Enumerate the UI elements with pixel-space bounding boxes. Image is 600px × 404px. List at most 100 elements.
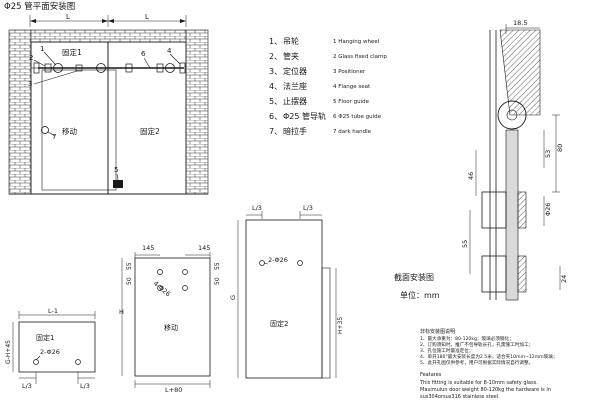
part-en-6: 6 Φ25 tube guide (333, 114, 382, 120)
section-dim-53: 53 (544, 150, 552, 158)
dark-handle (41, 126, 49, 134)
part-en-7: 7 dark handle (333, 129, 372, 135)
features-title: Featares (420, 372, 442, 378)
features-line-2: Maximuiun door weight 80-120kg the hardw… (420, 387, 551, 393)
moving-hole-spec: 4-Φ26 (152, 279, 172, 298)
front-panel-outline-right (107, 41, 187, 195)
section-title: 截面安装图 (394, 272, 434, 282)
fixed2-dim-height-g: G (229, 295, 237, 300)
section-clamp-upper-hatch (517, 191, 527, 229)
fixed1-dim-third-left: L/3 (22, 382, 32, 390)
callout-3: 3 (28, 80, 32, 88)
part-en-2: 2 Glass fixed clamp (333, 54, 387, 60)
fixed2-panel-outline (245, 219, 323, 379)
callout-1: 1 (40, 45, 44, 53)
fixed1-hole-spec: 2-Φ26 (40, 348, 60, 356)
part-num-7: 7、 (269, 127, 282, 136)
part-zh-2: 管夹 (283, 51, 299, 61)
hanging-wheel-middle (96, 63, 106, 73)
part-zh-1: 吊轮 (283, 36, 299, 46)
moving-dim-height: H (119, 308, 124, 316)
section-unit: 单位：mm (400, 290, 440, 300)
width-label-right: L (145, 13, 149, 21)
glass-clamp-left (44, 63, 52, 73)
front-view-title: Φ25 管平面安装图 (4, 1, 75, 12)
parts-list: 1、 吊轮 1 Hanging wheel 2、 管夹 2 Glass fixe… (269, 36, 387, 136)
front-view: Φ25 管平面安装图 L L (4, 1, 209, 195)
floor-guide (113, 180, 123, 188)
panel-moving-label: 移动 (62, 126, 77, 136)
section-wall-hatch (499, 29, 541, 116)
moving-dim-top-right: 145 (198, 244, 210, 252)
fixed2-hole-left (259, 260, 265, 266)
moving-dim-top-left: 145 (142, 244, 154, 252)
section-clamp-lower-hatch (517, 255, 527, 293)
moving-panel-outline (134, 257, 211, 377)
width-label-left: L (66, 13, 70, 21)
part-zh-5: 止摆器 (283, 96, 307, 106)
section-dim-80: 80 (556, 144, 564, 152)
section-clamp-upper (481, 191, 507, 229)
section-roller-hub (506, 109, 518, 121)
part-num-4: 4、 (269, 82, 282, 91)
flange-seat-right (179, 62, 186, 74)
part-zh-3: 定位器 (283, 66, 307, 76)
moving-dim-side-left-1: 55 (126, 262, 133, 270)
part-zh-4: 法兰座 (283, 81, 307, 91)
part-en-4: 4 Flange seat (333, 84, 371, 90)
part-num-1: 1、 (269, 37, 282, 46)
glass-clamp-right (156, 63, 164, 73)
notes-block: 非标安装图说明 1、最大承重为：80-120kg；玻璃必须钢化； 2、订购须知时… (419, 328, 557, 400)
moving-dim-side-right-2: 50 (214, 277, 221, 285)
part-en-5: 5 Floor guide (333, 99, 370, 105)
section-dim-24: 24 (560, 275, 568, 283)
panel-fixed1-label: 固定1 (62, 47, 82, 57)
moving-dim-side-right-1: 55 (214, 262, 221, 270)
part-en-1: 1 Hanging wheel (333, 39, 380, 45)
left-brick-wall (8, 29, 32, 195)
notes-title: 非标安装图说明 (420, 328, 455, 335)
front-moving-pane (41, 69, 117, 191)
section-glass-strip (505, 129, 519, 301)
notes-line-5: 5、此开孔图仅供参考，用户可根据实际情况自行调整。 (420, 359, 533, 366)
positioner (75, 64, 83, 72)
fixed2-hole-right (297, 260, 303, 266)
fixed2-side-strip (321, 267, 331, 379)
section-dim-55: 55 (461, 240, 469, 248)
section-view: 18.5 80 53 46 55 Φ26 24 截面安装图 (394, 19, 568, 301)
hanging-wheel-left (53, 63, 63, 73)
fixed1-dim-third-right: L/3 (80, 382, 90, 390)
section-roller (497, 100, 527, 130)
top-brick-lintel (30, 29, 187, 43)
panel-fixed2-detail: L/3 L/3 2-Φ26 固定2 G H+35 (229, 204, 344, 379)
notes-line-4: 4、单开180°最大安装长度为2.5米，适合夹10mm~12mm玻璃； (420, 353, 557, 360)
moving-hole-2 (182, 269, 188, 275)
notes-line-1: 1、最大承重为：80-120kg；玻璃必须钢化； (420, 335, 514, 342)
section-dim-46: 46 (467, 172, 475, 180)
callout-2: 2 (29, 54, 33, 62)
moving-hole-1 (157, 269, 163, 275)
section-dim-top: 18.5 (513, 19, 527, 27)
callout-7: 7 (52, 133, 56, 141)
moving-hole-4 (182, 285, 188, 291)
panel-fixed1-detail: L-1 2-Φ26 固定1 G-H+45 L/3 L/3 (5, 307, 96, 390)
notes-line-2: 2、订购须知时，推广不包导轨长孔，孔需施工时加工； (420, 341, 533, 348)
front-width-dimension: L L (29, 13, 187, 27)
moving-panel-label: 移动 (164, 323, 178, 332)
part-en-3: 3 Positioner (333, 69, 366, 75)
fixed1-panel-label: 固定1 (36, 333, 54, 342)
panel-fixed2-label: 固定2 (140, 126, 160, 136)
glass-clamp-middle (125, 63, 133, 73)
flange-seat-left (33, 62, 40, 74)
fixed2-dim-third-left: L/3 (252, 204, 262, 212)
fixed2-hole-spec: 2-Φ26 (268, 256, 288, 264)
panel-moving-detail: 145 145 4-Φ26 移动 55 50 55 50 H L+80 (119, 244, 221, 394)
moving-dim-side-left-2: 50 (126, 277, 133, 285)
fixed1-hole-left (33, 359, 39, 365)
part-num-5: 5、 (269, 97, 282, 106)
fixed2-panel-label: 固定2 (270, 319, 288, 328)
hanging-wheel-right (165, 63, 175, 73)
part-zh-6: Φ25 管导轨 (283, 111, 326, 121)
fixed1-panel-outline (18, 321, 96, 373)
